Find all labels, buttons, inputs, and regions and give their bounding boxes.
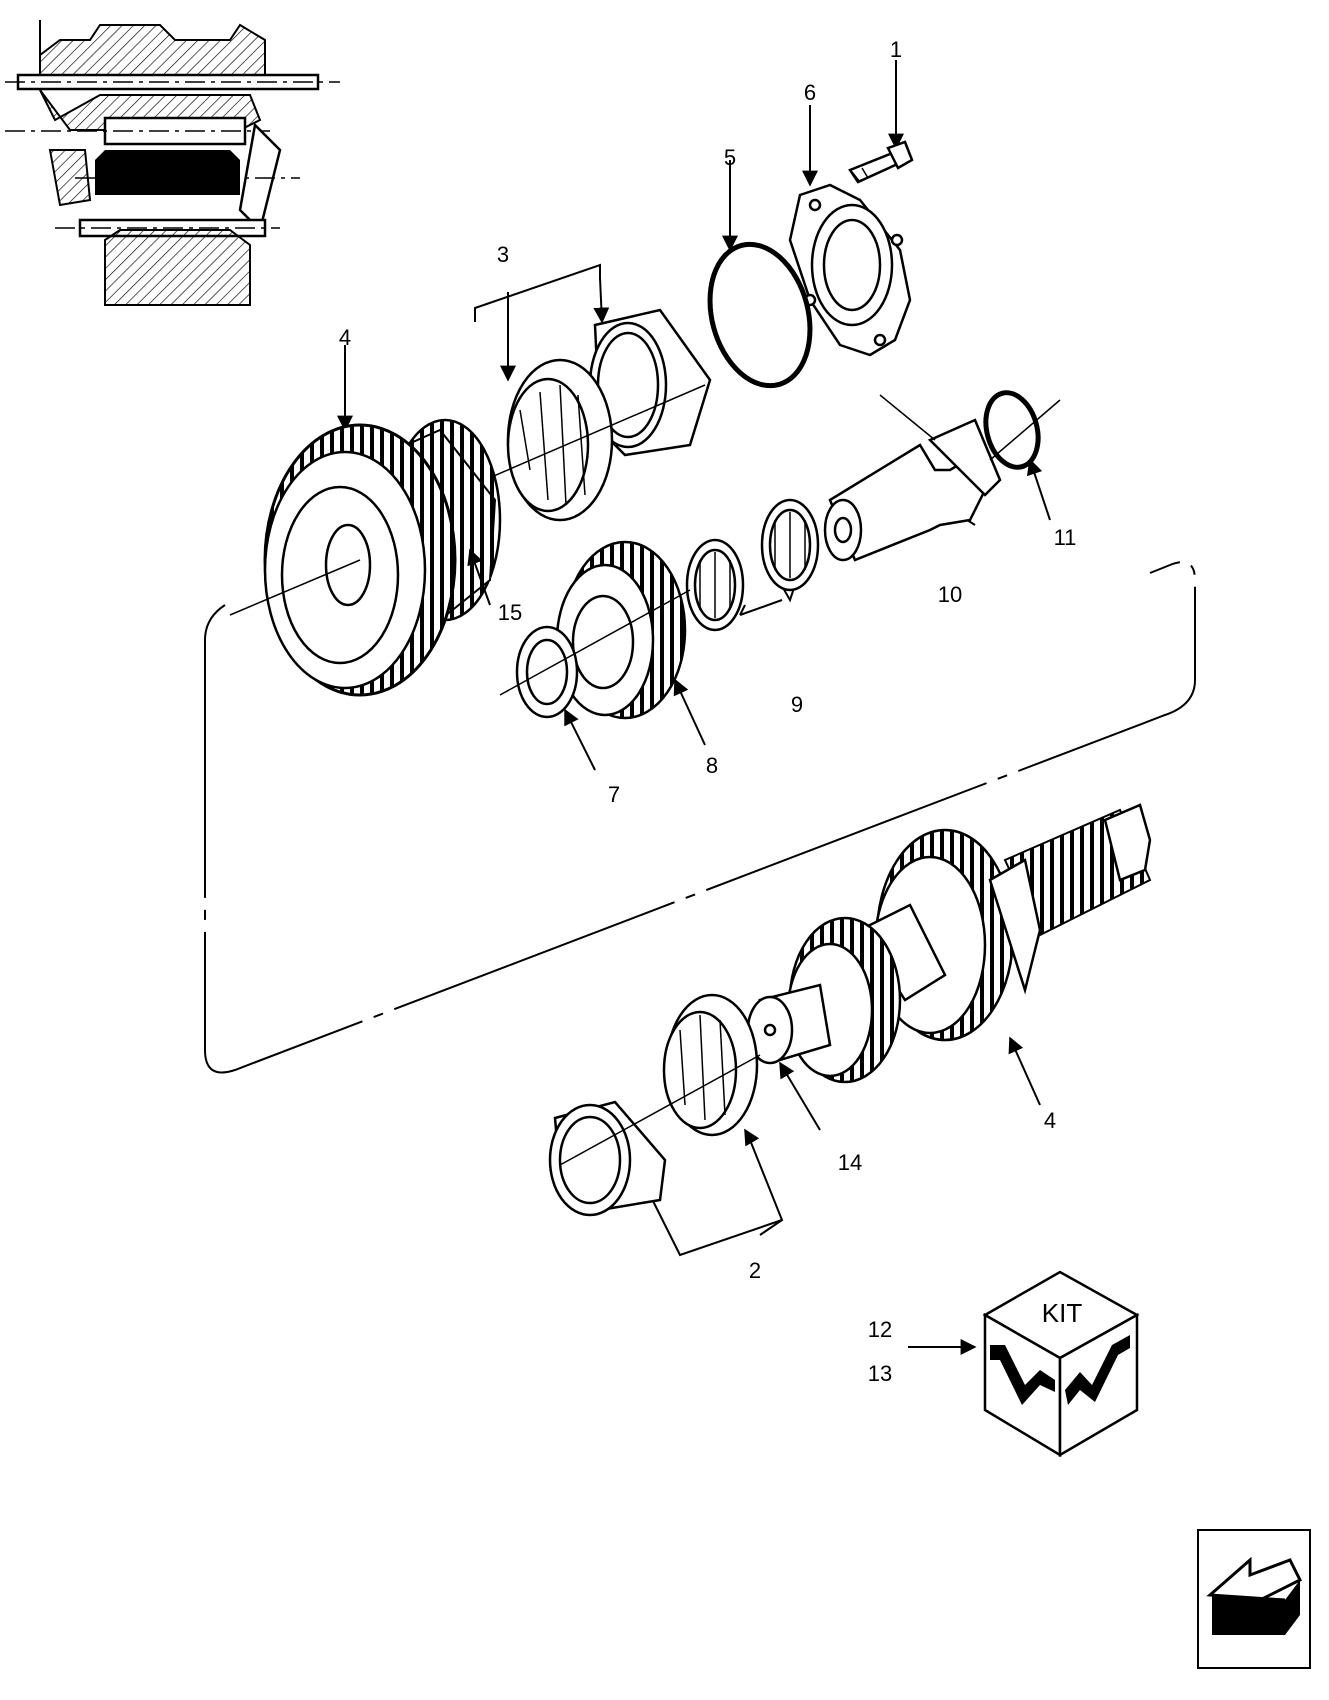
callout-15: 15 — [498, 600, 522, 625]
needle-bearings — [685, 498, 820, 632]
gear-cluster-upper — [229, 345, 502, 697]
o-ring — [707, 160, 813, 389]
snap-ring — [983, 390, 1051, 521]
callout-8: 8 — [706, 753, 718, 778]
callout-6: 6 — [804, 80, 816, 105]
callout-4-lower: 4 — [1044, 1108, 1056, 1133]
callout-4-upper: 4 — [339, 325, 351, 350]
back-arrow-icon[interactable] — [1197, 1529, 1311, 1669]
callout-10: 10 — [938, 582, 962, 607]
callout-5: 5 — [724, 145, 736, 170]
callout-9: 9 — [791, 692, 803, 717]
bolt — [848, 60, 914, 184]
gear-cluster-lower — [746, 803, 1152, 1106]
thrust-washer — [499, 589, 691, 771]
callout-3: 3 — [497, 242, 509, 267]
callout-13: 13 — [868, 1361, 892, 1386]
taper-bearing-upper — [379, 263, 712, 526]
taper-bearing-lower — [548, 993, 784, 1257]
kit-cube-icon: KIT — [982, 1270, 1140, 1458]
bearing-cover-flange — [788, 105, 912, 357]
kit-label: KIT — [1042, 1298, 1083, 1328]
callout-14: 14 — [838, 1150, 862, 1175]
shaft — [823, 394, 1061, 562]
gear-small — [555, 540, 706, 746]
callout-7: 7 — [608, 782, 620, 807]
callout-1: 1 — [890, 37, 902, 62]
callout-11: 11 — [1054, 525, 1077, 550]
callout-2: 2 — [749, 1258, 761, 1283]
callout-12: 12 — [868, 1317, 892, 1342]
transmission-section-thumbnail — [5, 20, 340, 306]
shaft-connection-path — [204, 561, 1196, 1074]
